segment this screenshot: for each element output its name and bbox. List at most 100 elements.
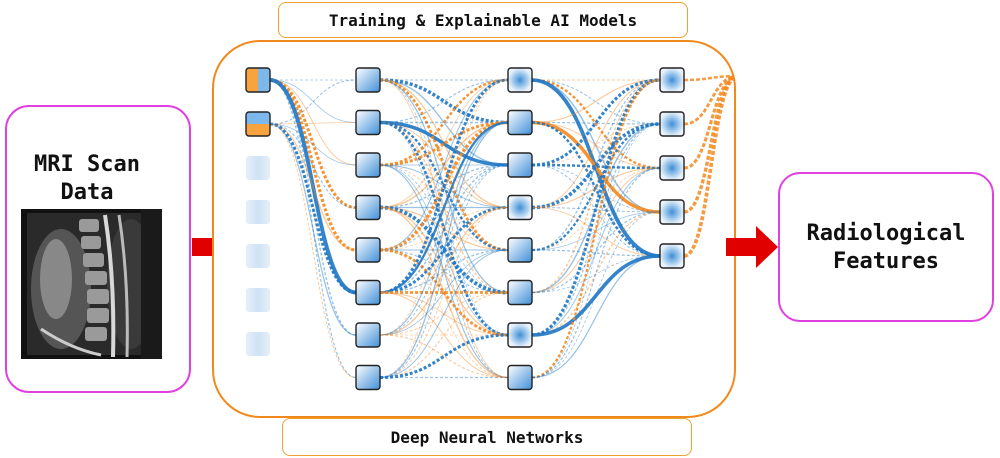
network-link [531, 79, 661, 251]
network-link [379, 79, 509, 124]
network-link [531, 167, 661, 379]
network-link [269, 122, 357, 125]
network-link [379, 249, 509, 294]
output-arrow [726, 226, 778, 268]
network-link [269, 123, 357, 379]
network-link [269, 79, 357, 336]
network-node [355, 279, 381, 306]
network-link [531, 122, 661, 210]
network-node [355, 237, 381, 263]
network-node [507, 152, 533, 178]
network-link [379, 164, 509, 379]
network-node [246, 332, 270, 356]
network-link [379, 79, 509, 208]
network-link [379, 79, 509, 336]
output-link [683, 74, 734, 82]
output-link [683, 75, 734, 258]
network-node [246, 156, 270, 180]
network-link [379, 78, 509, 294]
network-link [379, 121, 509, 337]
network-link [269, 78, 357, 295]
network-link [269, 78, 357, 210]
network-link [379, 121, 509, 336]
network-link [379, 206, 509, 251]
output-title-line2: Features [833, 249, 939, 274]
network-link [531, 123, 661, 336]
network-node [507, 364, 533, 391]
network-link [379, 334, 509, 379]
network-link [531, 164, 661, 213]
network-link [531, 167, 661, 336]
network-link [379, 291, 509, 379]
input-title-line1: MRI Scan [34, 152, 140, 177]
network-link [379, 207, 509, 378]
network-link [379, 249, 509, 378]
deep-neural-networks-label: Deep Neural Networks [282, 418, 692, 456]
network-link [531, 167, 661, 209]
network-node [507, 322, 533, 348]
network-link [531, 78, 661, 167]
output-link [683, 75, 734, 170]
network-link [531, 120, 661, 214]
output-title-line1: Radiological [806, 221, 966, 246]
network-link [531, 79, 661, 125]
input-title: MRI Scan Data [7, 151, 167, 207]
network-link [379, 249, 509, 294]
network-link [531, 79, 661, 294]
network-link [269, 79, 357, 123]
network-node [659, 155, 685, 181]
training-label: Training & Explainable AI Models [278, 2, 688, 38]
network-link [531, 79, 661, 213]
network-node [245, 67, 271, 93]
mri-input-box: MRI Scan Data [5, 105, 191, 393]
neural-network-graph [245, 67, 734, 391]
network-node [507, 109, 533, 136]
network-link [379, 122, 509, 378]
network-node [246, 288, 270, 312]
network-link [269, 123, 357, 166]
network-link [379, 121, 509, 294]
network-nodes [245, 67, 685, 391]
network-link [531, 123, 661, 294]
network-link [379, 206, 509, 294]
network-link [379, 249, 509, 336]
network-link [379, 164, 509, 379]
network-node [355, 109, 381, 136]
network-node [659, 243, 685, 269]
network-frame [212, 40, 736, 418]
input-title-line2: Data [60, 180, 114, 205]
network-node [355, 67, 381, 93]
network-node [507, 237, 533, 263]
network-link [379, 78, 509, 252]
network-link [269, 79, 357, 379]
network-node [507, 194, 533, 221]
network-link [379, 121, 509, 209]
network-link [379, 164, 509, 294]
network-link [531, 211, 661, 378]
network-link [379, 164, 509, 336]
network-link [379, 292, 509, 336]
network-link [379, 249, 509, 378]
network-link [379, 206, 509, 336]
network-link [379, 164, 509, 293]
network-link [379, 291, 509, 379]
network-link [531, 78, 661, 170]
network-node [355, 364, 381, 391]
network-node [659, 199, 685, 225]
network-link [379, 122, 509, 208]
network-link [379, 78, 509, 125]
radiological-output-box: Radiological Features [778, 172, 994, 322]
network-link [269, 79, 357, 166]
network-node [355, 194, 381, 221]
network-link [379, 78, 509, 167]
network-link [269, 122, 357, 295]
network-link [531, 122, 661, 252]
network-node [355, 152, 381, 178]
output-title: Radiological Features [780, 220, 992, 276]
network-node [659, 111, 685, 137]
network-link [379, 121, 509, 379]
network-node [355, 322, 381, 348]
network-node [507, 279, 533, 306]
network-link [269, 123, 357, 336]
network-link [379, 79, 509, 251]
